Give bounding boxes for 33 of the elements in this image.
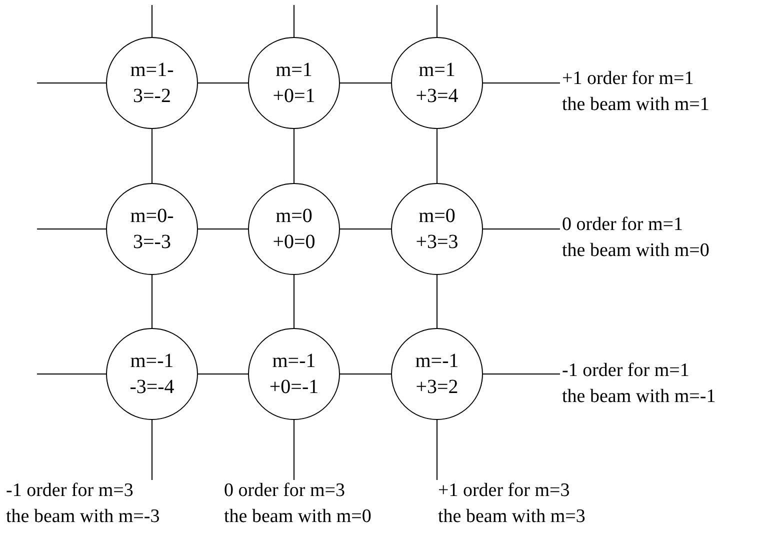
connector-line [340, 82, 392, 84]
beam-label: -1 order for m=3 [6, 479, 134, 503]
beam-label: the beam with m=3 [438, 505, 586, 529]
order-sum-text: m=0 +0=0 [272, 204, 316, 255]
connector-line [36, 82, 106, 84]
order-sum-text: m=-1 +3=2 [414, 349, 460, 400]
beam-label: the beam with m=0 [562, 239, 710, 263]
order-sum-text: m=1- 3=-2 [129, 58, 175, 109]
beam-label: the beam with m=-3 [6, 505, 160, 529]
beam-label: the beam with m=0 [224, 505, 372, 529]
connector-line [436, 4, 438, 38]
beam-label: +1 order for m=1 [562, 67, 695, 91]
order-sum-text: m=0- 3=-3 [129, 204, 175, 255]
order-sum-text: m=-1 +0=-1 [268, 349, 320, 400]
beam-label: -1 order for m=1 [562, 359, 690, 383]
connector-line [482, 228, 560, 230]
connector-line [36, 228, 106, 230]
connector-line [482, 82, 560, 84]
connector-line [198, 82, 248, 84]
connector-line [436, 274, 438, 328]
beam-label: 0 order for m=1 [562, 213, 684, 237]
connector-line [198, 228, 248, 230]
connector-line [436, 128, 438, 184]
connector-line [436, 420, 438, 480]
order-sum-text: m=1 +3=4 [414, 58, 460, 109]
connector-line [340, 228, 392, 230]
order-sum-text: m=1 +0=1 [272, 58, 316, 109]
beam-label: the beam with m=1 [562, 93, 710, 117]
beam-label: +1 order for m=3 [438, 479, 571, 503]
beam-label: 0 order for m=3 [224, 479, 346, 503]
beam-label: the beam with m=-1 [562, 385, 716, 409]
order-sum-text: m=0 +3=3 [414, 204, 460, 255]
order-sum-text: m=-1 -3=-4 [128, 349, 176, 400]
